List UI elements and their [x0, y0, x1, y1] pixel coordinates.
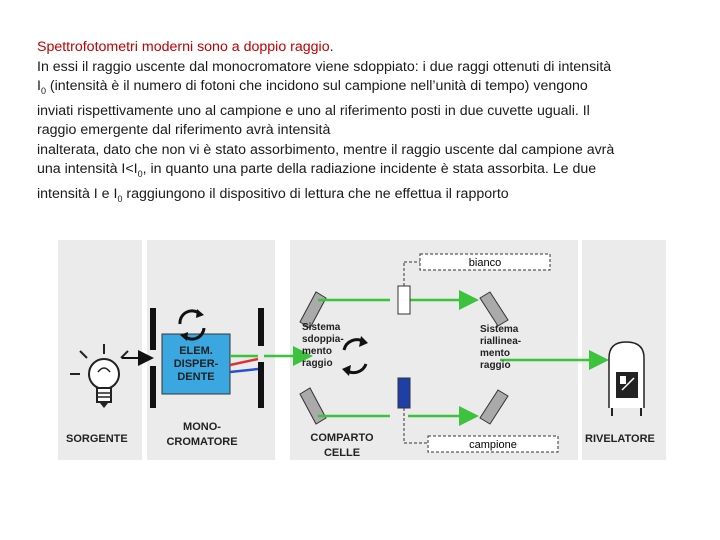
sorgente-panel — [58, 240, 142, 460]
text-line: inalterata, dato che non vi è stato asso… — [37, 141, 615, 158]
light-bulb-icon — [70, 344, 129, 408]
description-text: Spettrofotometri moderni sono a doppio r… — [37, 38, 697, 209]
comparto-celle-label: COMPARTO — [310, 432, 374, 444]
realign-mirror-top — [479, 291, 509, 327]
svg-text:DENTE: DENTE — [177, 371, 214, 383]
text-line: intensità I e I0 raggiungono il disposit… — [37, 185, 509, 204]
svg-text:ELEM.: ELEM. — [179, 345, 213, 357]
sorgente-label: SORGENTE — [66, 433, 128, 445]
svg-text:CELLE: CELLE — [324, 447, 360, 459]
entrance-slit — [150, 308, 156, 408]
text-line: una intensità I<I0, in quanto una parte … — [37, 161, 597, 180]
campione-box — [427, 435, 559, 453]
text-line: raggio emergente dal riferimento avrà in… — [37, 122, 331, 139]
text-line: I0 (intensità è il numero di fotoni che … — [37, 78, 588, 97]
svg-text:Sistema: Sistema — [480, 324, 519, 335]
sample-cuvette — [397, 377, 411, 409]
dispersing-element — [161, 333, 231, 395]
svg-text:DISPER-: DISPER- — [174, 358, 219, 370]
svg-text:mento: mento — [480, 348, 510, 359]
text-line: In essi il raggio uscente dal monocromat… — [37, 58, 612, 75]
beam-blue — [229, 367, 259, 374]
monocromatore-label: MONO- — [183, 421, 221, 433]
heading: Spettrofotometri moderni sono a doppio r… — [37, 39, 330, 55]
rotation-arrows-icon — [178, 309, 206, 341]
reference-cuvette — [397, 285, 411, 315]
realign-mirror-bottom — [479, 389, 509, 425]
svg-text:riallinea-: riallinea- — [480, 336, 521, 347]
svg-text:sdoppia-: sdoppia- — [302, 334, 344, 345]
svg-text:bianco: bianco — [469, 257, 501, 269]
svg-text:campione: campione — [469, 439, 517, 451]
text-line: inviati rispettivamente uno al campione … — [37, 102, 590, 119]
svg-text:raggio: raggio — [480, 360, 511, 371]
svg-text:CROMATORE: CROMATORE — [166, 436, 237, 448]
svg-text:Sistema: Sistema — [302, 322, 341, 333]
detector-icon — [608, 341, 645, 416]
comparto-celle-panel — [290, 240, 578, 460]
exit-slit — [258, 308, 264, 408]
bianco-box — [419, 253, 551, 271]
svg-text:mento: mento — [302, 346, 332, 357]
rivelatore-label: RIVELATORE — [585, 433, 655, 445]
chopper-rotation-icon — [342, 336, 368, 376]
svg-text:raggio: raggio — [302, 358, 333, 369]
beam-red — [229, 357, 259, 367]
spectrophotometer-diagram: ELEM. DISPER- DENTE bianco campione — [58, 240, 666, 460]
